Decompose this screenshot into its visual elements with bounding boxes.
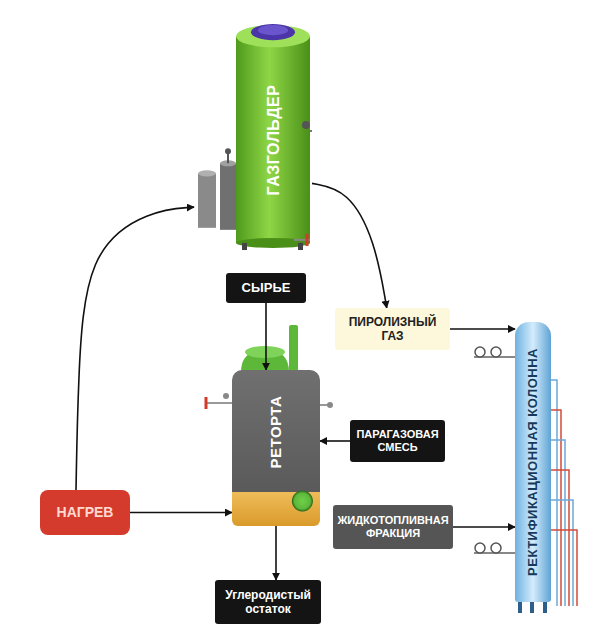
input-box: СЫРЬЕ	[226, 273, 306, 303]
box-label: СЫРЬЕ	[242, 280, 291, 296]
retort-pipe	[320, 404, 328, 406]
flow-arrow	[450, 328, 515, 330]
vapor-box: ПАРАГАЗОВАЯ СМЕСЬ	[350, 420, 445, 462]
vertical-label: ГАЗГОЛЬДЕР	[264, 45, 283, 235]
box-label: Углеродистый остаток	[222, 588, 314, 617]
box-label: ЖИДКОТОПЛИВНАЯ ФРАКЦИЯ	[337, 514, 448, 540]
gasholder-tank: ГАЗГОЛЬДЕР	[194, 12, 312, 250]
distillation-column: РЕКТИФИКАЦИОННАЯ КОЛОННА	[515, 322, 551, 602]
vertical-label: РЕТОРТА	[267, 377, 285, 487]
column-pipes	[551, 380, 577, 606]
heat-box: НАГРЕВ	[40, 490, 130, 535]
flow-arrow	[130, 512, 232, 514]
retort-vessel: РЕТОРТА	[232, 370, 320, 526]
retort-valve	[205, 397, 208, 409]
flow-arrow	[312, 183, 387, 308]
column-gauges	[474, 347, 515, 553]
residue-box: Углеродистый остаток	[215, 580, 321, 624]
flow-arrow	[320, 440, 350, 442]
box-label: НАГРЕВ	[57, 504, 114, 521]
gas-box: ПИРОЛИЗНЫЙ ГАЗ	[335, 308, 450, 350]
box-label: ПИРОЛИЗНЫЙ ГАЗ	[348, 315, 438, 344]
retort-chimney	[289, 325, 298, 373]
flow-arrow	[265, 303, 267, 370]
retort-gauge	[327, 402, 333, 408]
gasholder-shape	[194, 12, 312, 250]
retort-pipe	[206, 402, 233, 404]
retort-lid-top	[245, 346, 285, 358]
box-label: ПАРАГАЗОВАЯ СМЕСЬ	[356, 428, 438, 454]
flow-arrow	[453, 526, 515, 528]
fuel-box: ЖИДКОТОПЛИВНАЯ ФРАКЦИЯ	[333, 505, 453, 549]
vertical-label: РЕКТИФИКАЦИОННАЯ КОЛОННА	[525, 331, 541, 593]
column-legs	[518, 601, 547, 613]
flow-arrow	[275, 526, 277, 580]
retort-gauge	[223, 393, 229, 399]
flow-arrow	[76, 207, 194, 490]
